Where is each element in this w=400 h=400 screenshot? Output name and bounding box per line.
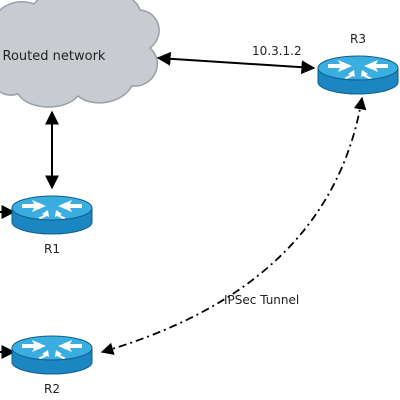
cloud-label: Routed network (3, 49, 106, 64)
router-r2-label: R2 (44, 382, 60, 396)
router-arrows-icon (22, 340, 82, 359)
ipsec-tunnel-label: IPSec Tunnel (224, 293, 299, 307)
router-r3 (317, 55, 399, 95)
router-arrows-icon (22, 200, 82, 219)
router-arrows-icon (328, 60, 388, 79)
router-r2 (11, 335, 93, 375)
cloud-r3-link (156, 51, 316, 75)
router-r1 (11, 195, 93, 235)
cloud-r3-link-label: 10.3.1.2 (252, 44, 302, 58)
router-r3-label: R3 (350, 32, 366, 46)
router-r1-label: R1 (44, 242, 60, 256)
routed-network-cloud: Routed network (0, 0, 160, 108)
ipsec-tunnel-link (100, 96, 367, 355)
